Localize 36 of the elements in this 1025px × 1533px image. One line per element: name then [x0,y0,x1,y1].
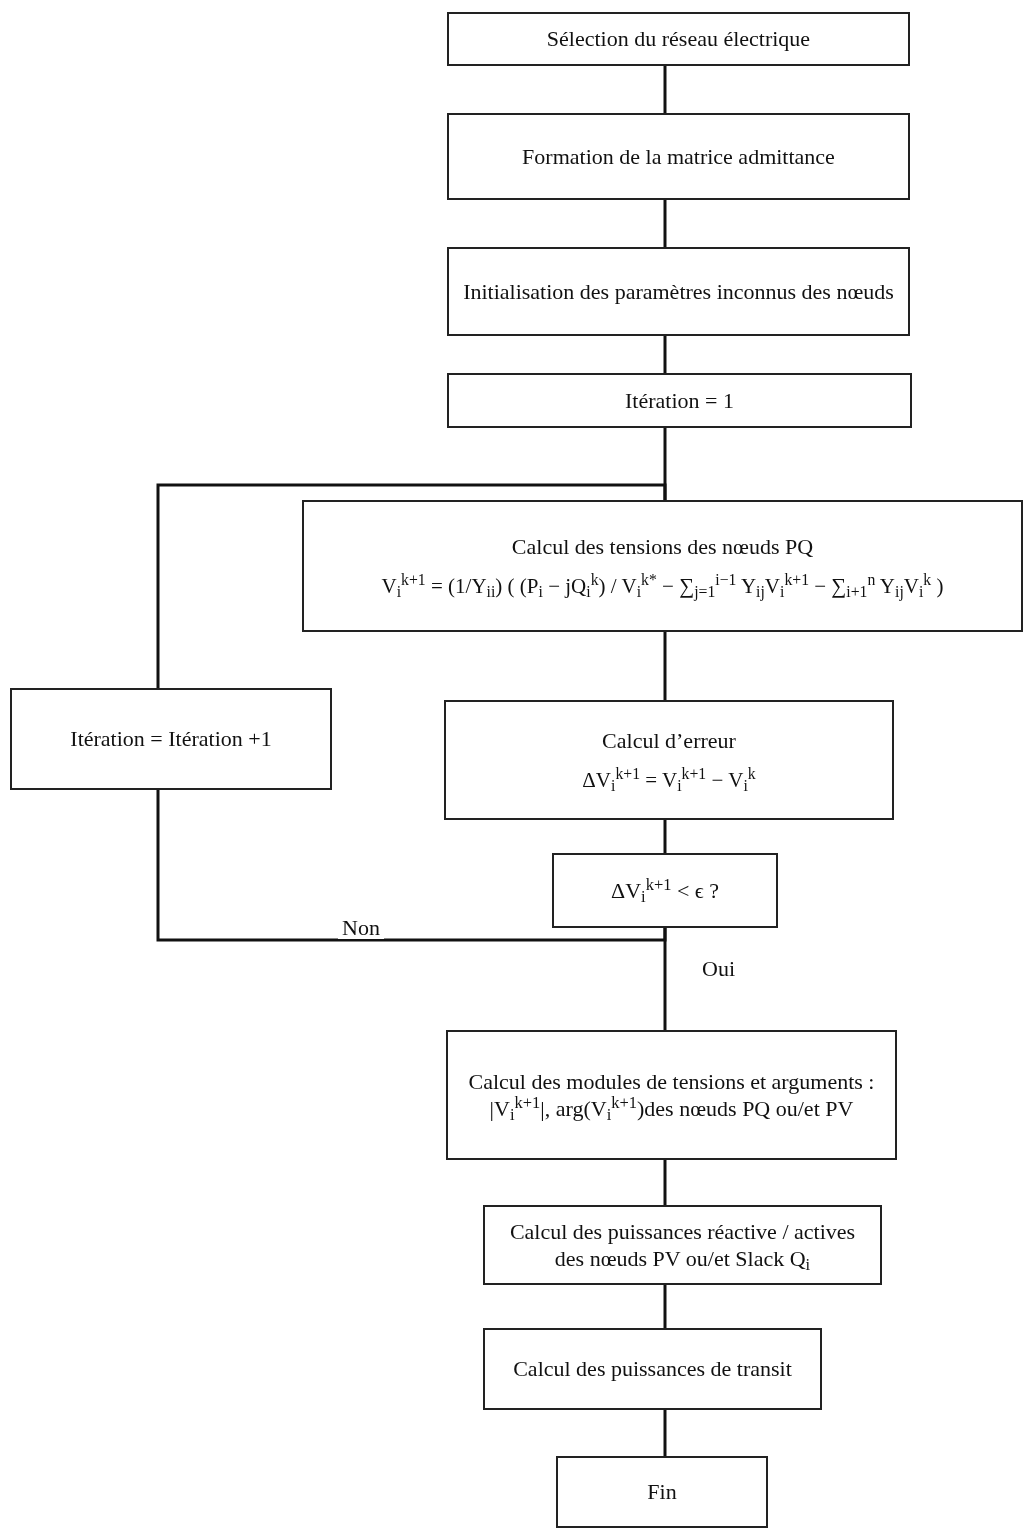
process-box [483,1205,882,1285]
box-text: Calcul des tensions des nœuds PQ [511,533,814,561]
decision-box [552,853,778,928]
connector-line [663,632,667,700]
connector-line [663,1410,667,1456]
process-box [483,1328,822,1410]
box-text: Calcul des puissances réactive / actives des nœuds PV ou/et Slack Q$_{i}$ [508,1217,857,1273]
process-box [447,373,912,428]
process-box [446,1030,897,1160]
box-text: Formation de la matrice admittance [522,142,835,171]
connector-line [663,66,667,113]
box-text: Calcul des modules de tensions et arguments : |V$_{i}$$^{k+1}$|, arg(V$_{i}$$^{k+1}$)des nœuds PQ ou/et PV [467,1067,876,1123]
box-text: Calcul des puissances de transit [513,1355,792,1383]
process-box [447,12,910,66]
process-box [447,247,910,336]
box-text: Fin [647,1478,677,1506]
process-box [302,500,1023,632]
process-box [444,700,894,820]
connector-line [663,1285,667,1328]
box-text: ΔV$_{i}$$^{k+1}$ < ϵ ? [611,876,719,905]
box-text: Itération = 1 [625,386,734,415]
box-text: Calcul d’erreur [602,727,736,755]
connector-line [663,928,667,1030]
connector-line [663,200,667,247]
box-text: Initialisation des paramètres inconnus des nœuds [463,277,894,306]
formula: V$_{i}$$^{k+1}$ = (1/Y$_{ii}$) ( (P$_{i}$ − jQ$_{i}$$^{k}$) / V$_{i}$$^{k*}$ − ∑$_{j=1}$$^{i−1}$ Y$_{ij}$V$_{i}$$^{k+1}$ − ∑$_{i+1}$$^{n}$ Y$_{ij}$V$_{i}$$^{k}$ ) [381,572,944,599]
connector-line [156,483,667,688]
connector-line [663,820,667,853]
process-box [556,1456,768,1528]
process-box [10,688,332,790]
box-text: Itération = Itération +1 [70,725,272,753]
process-box [447,113,910,200]
connector-line [663,336,667,373]
connector-line [663,1160,667,1205]
box-text: Sélection du réseau électrique [546,25,811,53]
connector-line [156,790,667,942]
